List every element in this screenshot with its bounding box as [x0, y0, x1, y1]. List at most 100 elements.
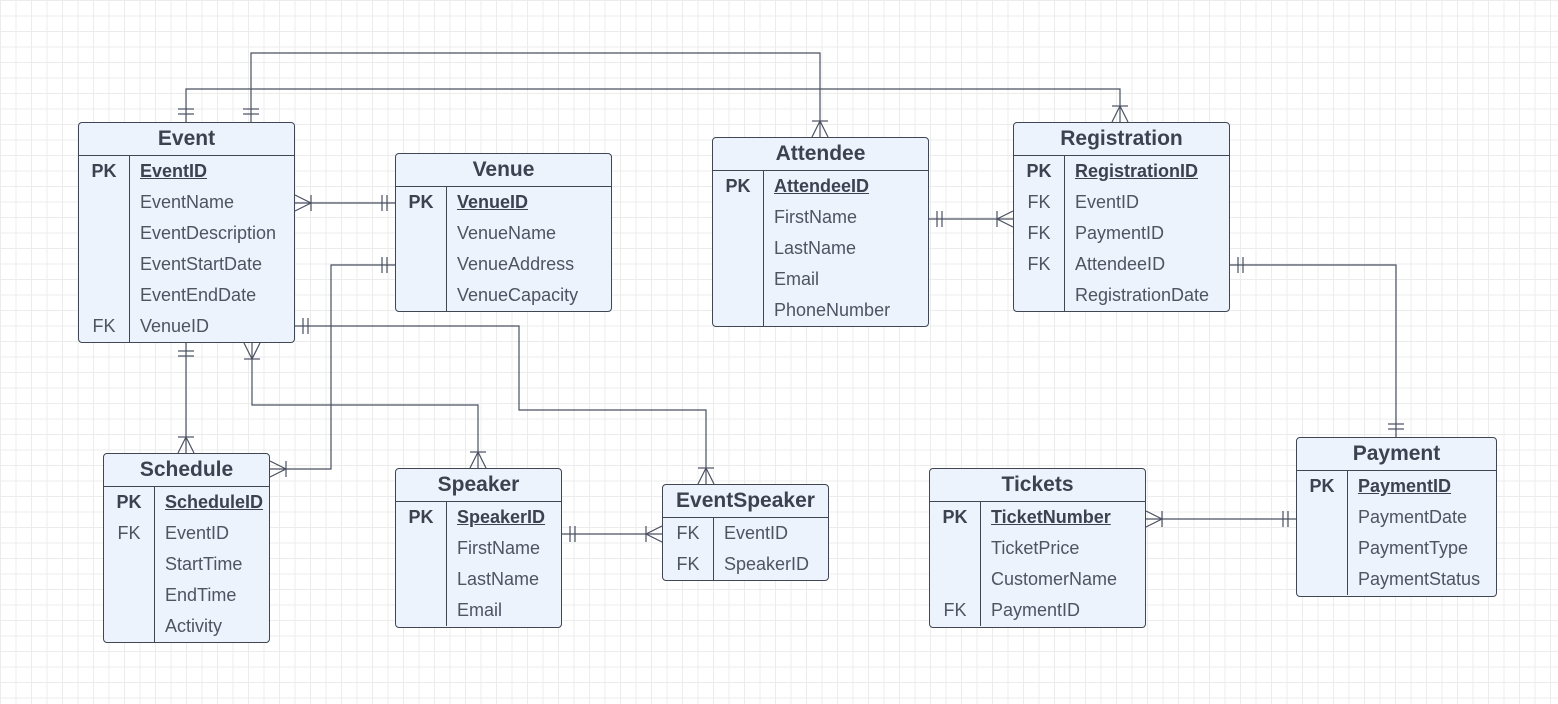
- relationship-event-eventspeaker: [295, 325, 707, 484]
- entity-field-row: FK EventID: [663, 518, 828, 549]
- field-key: [396, 218, 446, 249]
- field-name: Email: [457, 600, 503, 620]
- entity-field-row: EventName: [79, 187, 294, 218]
- field-name: StartTime: [165, 554, 243, 574]
- field-key: [1014, 280, 1064, 311]
- key-column-divider: [1064, 156, 1065, 311]
- field-key: [79, 187, 129, 218]
- many-cardinality-marker: [1145, 510, 1163, 520]
- entity-field-row: PaymentType: [1297, 533, 1496, 564]
- entity-title: Payment: [1297, 438, 1496, 471]
- field-key: PK: [1309, 476, 1335, 496]
- field-name: CustomerName: [991, 569, 1118, 589]
- entity-field-row: FirstName: [713, 202, 928, 233]
- field-name: EventID: [165, 523, 230, 543]
- field-name: PaymentID: [1075, 223, 1165, 243]
- entity-field-row: LastName: [396, 564, 561, 595]
- field-key: [396, 533, 446, 564]
- many-cardinality-marker: [645, 525, 663, 535]
- field-key: [396, 595, 446, 626]
- field-key: [930, 533, 980, 564]
- entity-field-row: PaymentDate: [1297, 502, 1496, 533]
- field-name: PaymentStatus: [1358, 569, 1481, 589]
- many-cardinality-marker: [705, 467, 715, 485]
- entity-field-row: VenueName: [396, 218, 611, 249]
- relationship-event-registration: [185, 88, 1121, 122]
- key-column-divider: [129, 156, 130, 342]
- field-key: PK: [91, 161, 117, 181]
- entity-field-row: Email: [713, 264, 928, 295]
- field-name: EventID: [724, 523, 789, 543]
- field-key: FK: [676, 554, 700, 574]
- field-name: SpeakerID: [457, 507, 546, 527]
- entity-field-row: TicketPrice: [930, 533, 1145, 564]
- field-name: VenueID: [140, 316, 210, 336]
- key-column-divider: [446, 187, 447, 311]
- key-column-divider: [713, 518, 714, 580]
- field-name: AttendeeID: [774, 176, 870, 196]
- field-name: PaymentDate: [1358, 507, 1468, 527]
- entity-field-row: RegistrationDate: [1014, 280, 1229, 311]
- field-key: [104, 580, 154, 611]
- many-cardinality-marker: [177, 436, 187, 454]
- many-cardinality-marker: [294, 194, 312, 204]
- field-name: PhoneNumber: [774, 300, 891, 320]
- field-name: TicketPrice: [991, 538, 1080, 558]
- many-cardinality-marker: [697, 467, 707, 485]
- field-key: [1297, 533, 1347, 564]
- many-cardinality-marker: [294, 202, 312, 212]
- entity-field-row: EventEndDate: [79, 280, 294, 311]
- field-key: FK: [676, 523, 700, 543]
- many-cardinality-marker: [645, 533, 663, 543]
- field-name: TicketNumber: [991, 507, 1111, 527]
- field-name: VenueAddress: [457, 254, 575, 274]
- field-name: EventName: [140, 192, 235, 212]
- relationship-venue-schedule: [270, 264, 395, 470]
- entity-title: Speaker: [396, 469, 561, 502]
- field-key: [713, 295, 763, 326]
- field-key: [396, 564, 446, 595]
- field-name: EventStartDate: [140, 254, 263, 274]
- field-name: EventEndDate: [140, 285, 257, 305]
- field-key: [104, 549, 154, 580]
- entity-title: Schedule: [104, 454, 269, 487]
- field-name: PaymentID: [1358, 476, 1452, 496]
- field-name: AttendeeID: [1075, 254, 1166, 274]
- field-name: Activity: [165, 616, 223, 636]
- entity-title: Event: [79, 123, 294, 156]
- key-column-divider: [154, 487, 155, 642]
- many-cardinality-marker: [269, 460, 287, 470]
- field-name: VenueName: [457, 223, 557, 243]
- entity-title: Attendee: [713, 138, 928, 171]
- field-name: VenueCapacity: [457, 285, 579, 305]
- key-column-divider: [763, 171, 764, 326]
- field-name: LastName: [457, 569, 540, 589]
- field-key: FK: [1027, 254, 1051, 274]
- field-key: [79, 218, 129, 249]
- entity-field-row: CustomerName: [930, 564, 1145, 595]
- entity-field-row: FirstName: [396, 533, 561, 564]
- field-name: Email: [774, 269, 820, 289]
- field-key: PK: [1026, 161, 1052, 181]
- field-name: LastName: [774, 238, 857, 258]
- many-cardinality-marker: [1119, 105, 1129, 123]
- field-key: FK: [117, 523, 141, 543]
- field-key: [713, 233, 763, 264]
